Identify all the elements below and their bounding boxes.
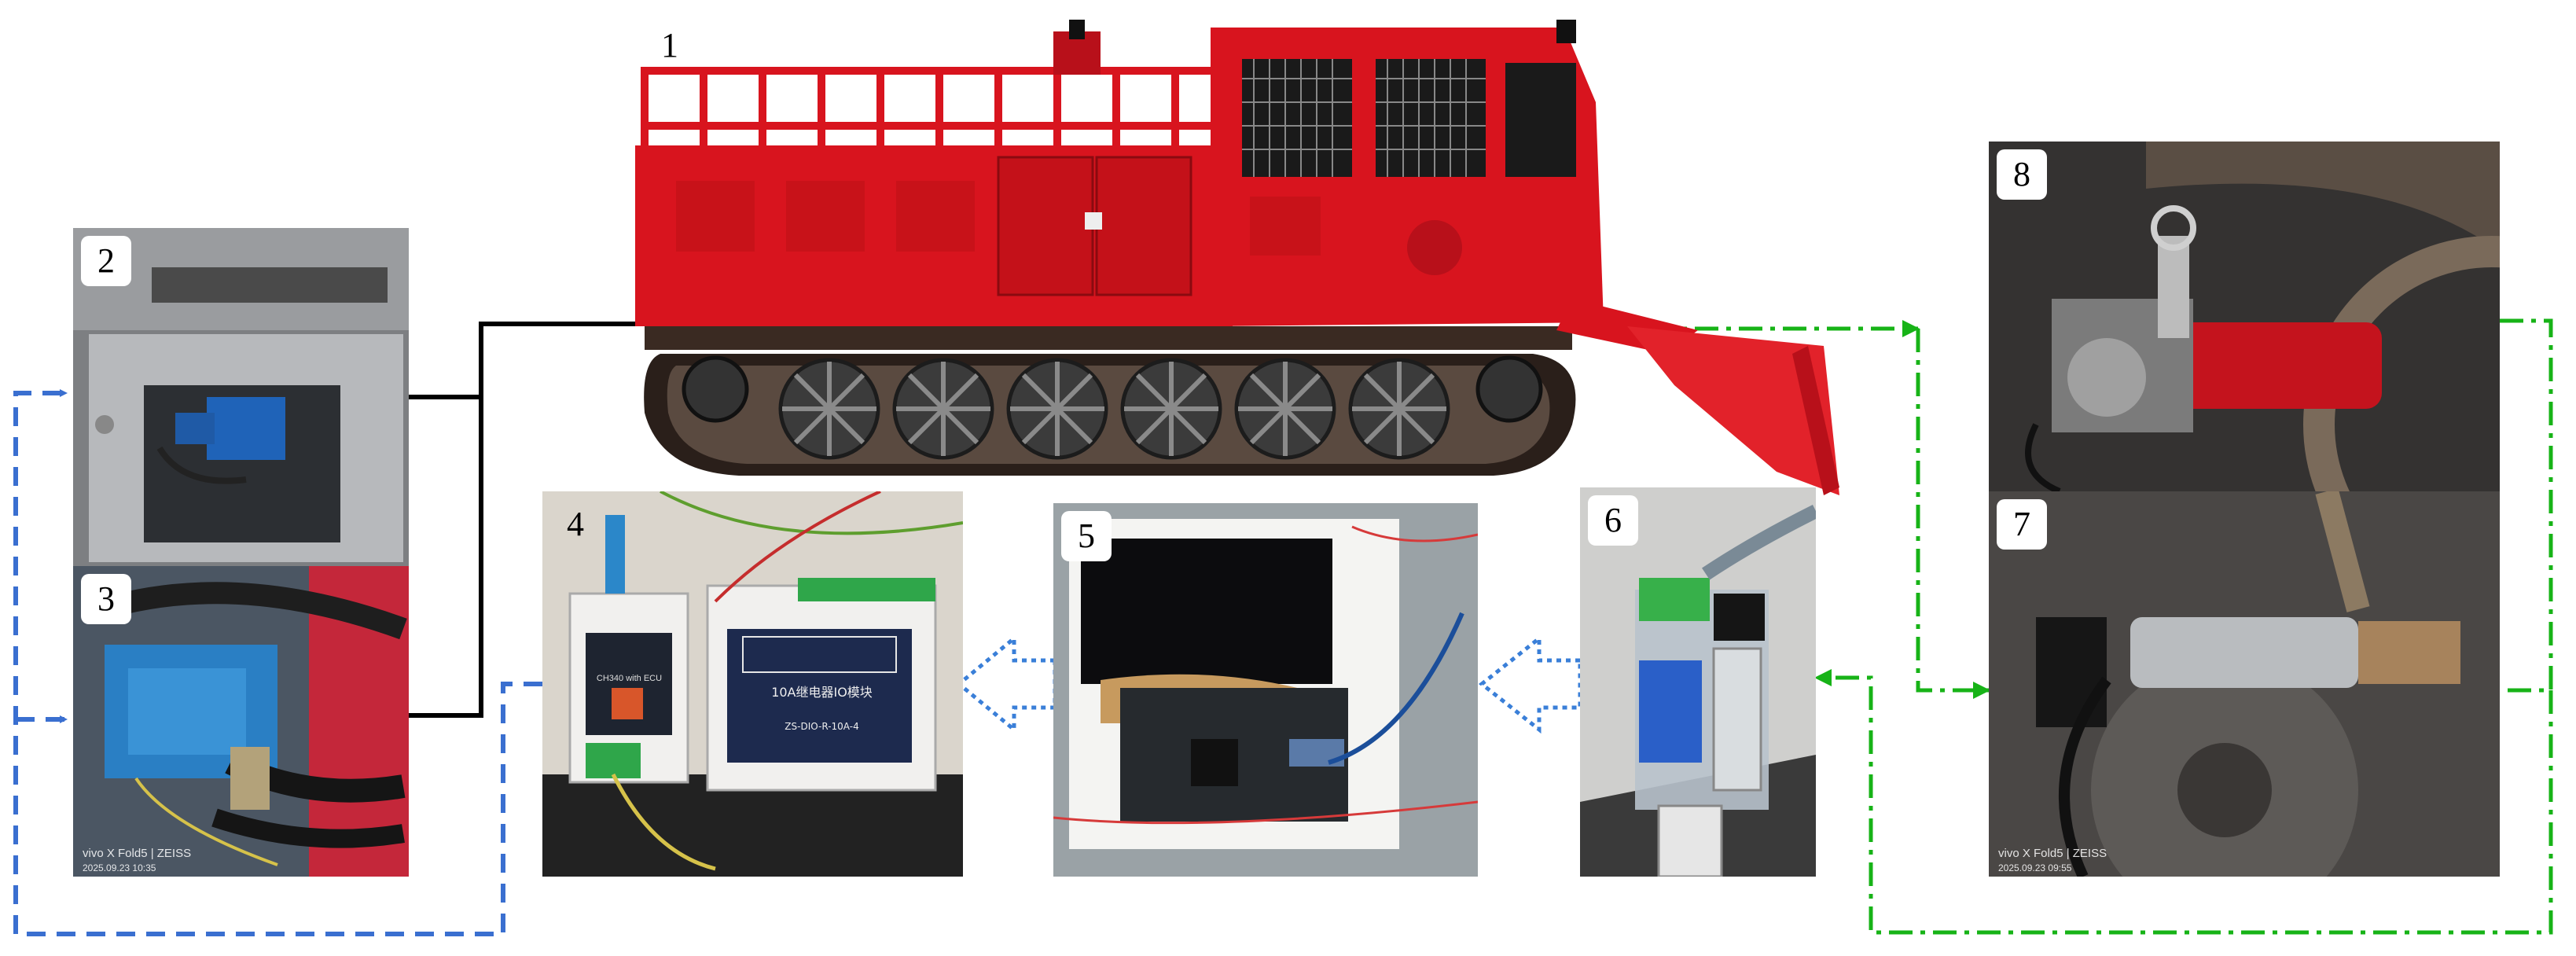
panel-8-label: 8 <box>2013 155 2030 193</box>
panel-3-label: 3 <box>97 579 115 618</box>
angle-sensor-photo <box>1989 142 2500 491</box>
panel-7-label: 7 <box>2013 505 2030 543</box>
panel-number: 1 <box>645 20 695 71</box>
panel-7-pressure-sensor: 7 vivo X Fold5 | ZEISS 2025.09.23 09:55 <box>1989 491 2500 877</box>
panel-number: 7 <box>1997 499 2047 550</box>
green-dashdot-bottom-return <box>1814 669 2553 935</box>
panel-8-angle-sensor: 8 <box>1989 142 2500 491</box>
panel-number: 2 <box>81 236 131 286</box>
panel-4-label: 4 <box>567 505 584 543</box>
relay-module-title: 10A继电器IO模块 <box>771 685 873 700</box>
hollow-arrow-6-to-5 <box>1478 634 1582 734</box>
hollow-arrow-5-to-4 <box>956 634 1057 734</box>
green-dashdot-to-sensor7 <box>1916 329 1990 699</box>
relay-photo <box>542 491 963 877</box>
panel-3-pump: 3 vivo X Fold5 | ZEISS 2025.09.23 10:35 <box>73 566 409 877</box>
controller-photo <box>1053 503 1478 877</box>
panel-5-controller: 5 <box>1053 503 1478 877</box>
vehicle-illustration <box>635 20 1839 495</box>
panel-6-converter: 6 <box>1580 487 1816 877</box>
panel-number: 3 <box>81 574 131 624</box>
green-dashdot-right-loop <box>2500 318 2553 693</box>
panel-4-relay: 4 CH340 with ECU 10A继电器IO模块 ZS-DIO-R-10A… <box>542 491 963 877</box>
panel-number: 6 <box>1588 495 1638 546</box>
panel-1-label: 1 <box>661 26 678 64</box>
black-link-valve <box>409 322 707 399</box>
camera-watermark: vivo X Fold5 | ZEISS <box>1998 847 2107 860</box>
blue-dashed-feedback <box>13 389 542 936</box>
date-watermark: 2025.09.23 09:55 <box>1998 862 2072 873</box>
panel-1-vehicle: 1 <box>629 16 1847 503</box>
relay-module-model: ZS-DIO-R-10A-4 <box>785 721 859 732</box>
panel-number: 4 <box>550 499 601 550</box>
converter-photo <box>1580 487 1816 877</box>
panel-6-label: 6 <box>1604 501 1622 539</box>
valve-photo <box>73 228 409 562</box>
panel-2-valve: 2 <box>73 228 409 566</box>
panel-number: 5 <box>1061 511 1112 561</box>
panel-number: 8 <box>1997 149 2047 200</box>
panel-2-label: 2 <box>97 241 115 280</box>
camera-watermark: vivo X Fold5 | ZEISS <box>83 847 192 860</box>
date-watermark: 2025.09.23 10:35 <box>83 862 156 873</box>
black-link-pump <box>409 397 483 718</box>
relay-small-label: CH340 with ECU <box>596 674 663 683</box>
pressure-sensor-photo <box>1989 491 2500 877</box>
panel-5-label: 5 <box>1078 517 1095 555</box>
